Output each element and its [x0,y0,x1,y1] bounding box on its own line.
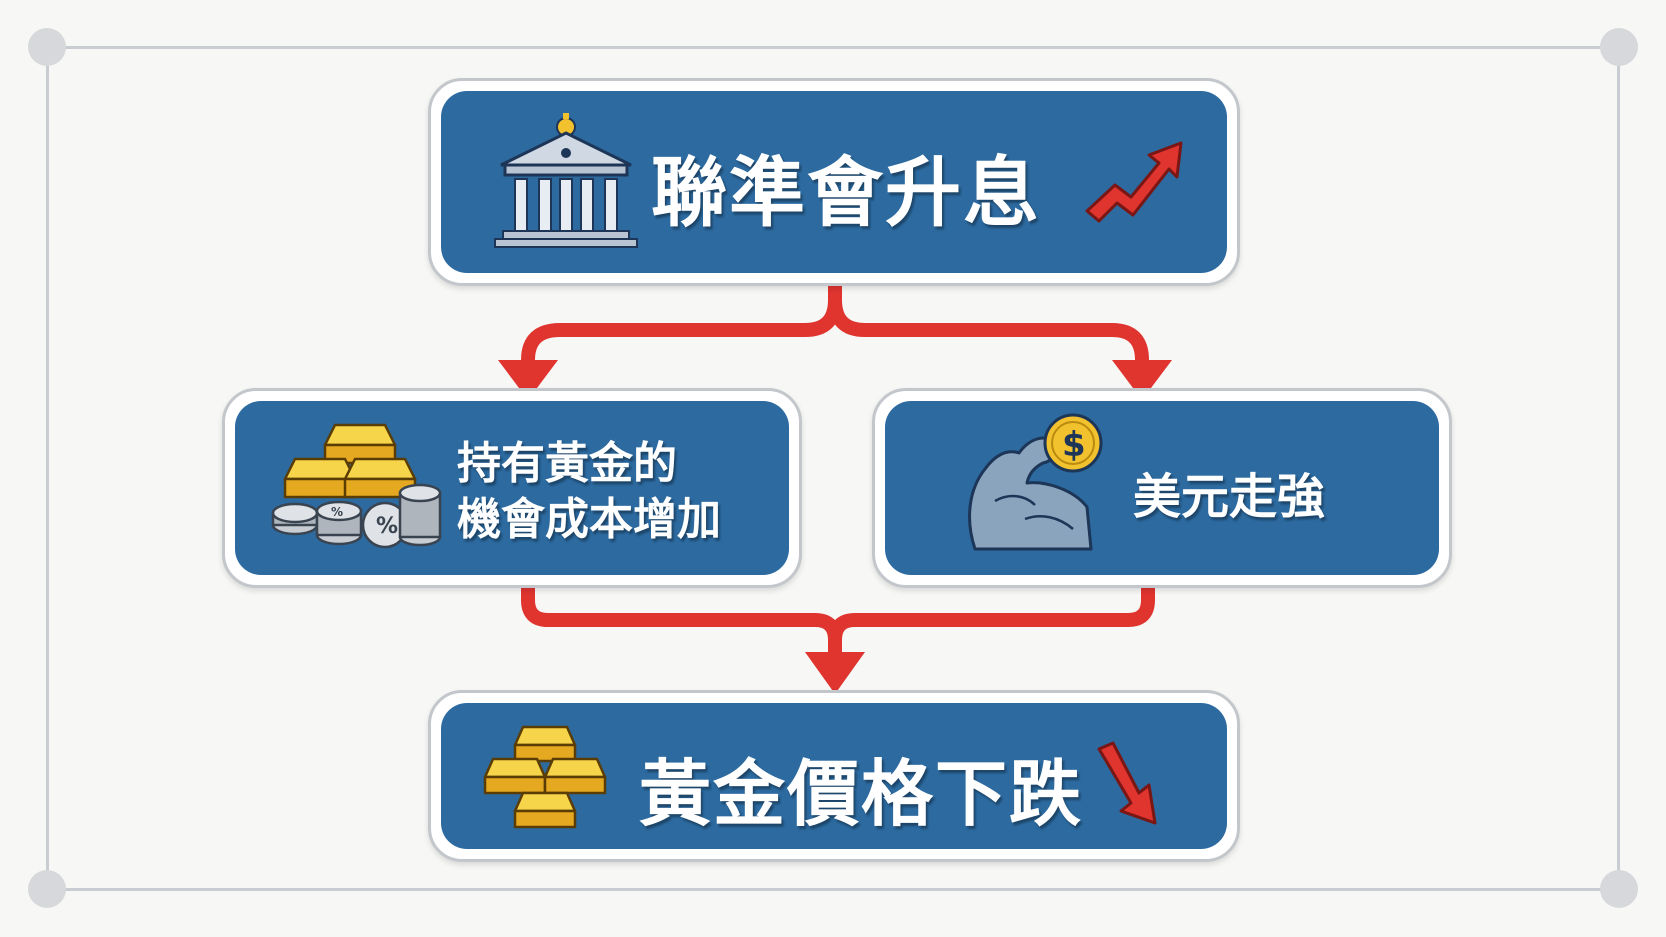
flexed-arm-dollar-icon: $ [968,413,1103,551]
node-gold-price-fall-label: 黃金價格下跌 [639,752,1084,836]
trend-up-arrow-icon [1085,141,1183,223]
node-gold-opportunity-cost: % % 持有黃金的 機會成本增加 [222,388,802,588]
bank-icon [494,113,638,248]
svg-text:%: % [376,514,398,539]
arrowhead-to-right [1112,360,1172,400]
corner-dot-top-left [28,28,66,66]
connector-top-split [521,275,842,379]
gold-bars-icon [483,725,607,829]
svg-text:$: $ [1062,425,1086,465]
node-fed-rate-hike-label: 聯準會升息 [651,148,1041,237]
node-fed-rate-hike: 聯準會升息 [428,78,1240,286]
arrowhead-to-left [498,360,558,400]
corner-dot-bottom-right [1600,870,1638,908]
connector-top-split-right [828,293,1149,379]
gold-bars-and-coins-icon: % % [271,423,442,549]
node-usd-strengthen-label: 美元走強 [1133,469,1326,525]
trend-down-arrow-icon [1097,741,1157,825]
corner-dot-bottom-left [28,870,66,908]
arrowhead-to-bottom [805,652,865,694]
node-gold-opportunity-cost-line1: 持有黃金的 [457,438,677,489]
connector-merge-right [828,578,1155,647]
node-usd-strengthen: $ 美元走強 [872,388,1452,588]
outer-frame [46,46,1620,891]
corner-dot-top-right [1600,28,1638,66]
svg-text:%: % [331,505,343,519]
connector-merge-left [521,578,842,667]
node-gold-opportunity-cost-line2: 機會成本增加 [457,494,721,545]
node-gold-price-fall: 黃金價格下跌 [428,690,1240,862]
